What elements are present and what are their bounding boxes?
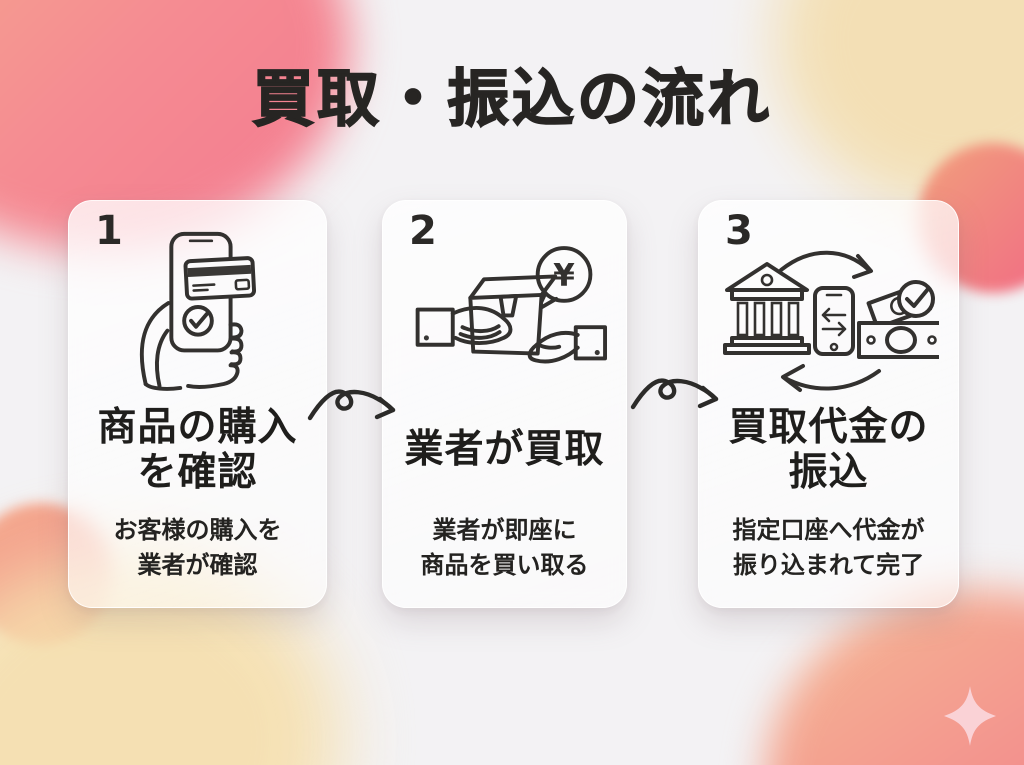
step-card-1: 1: [68, 200, 327, 608]
sparkle-icon: [944, 686, 996, 746]
box-handover-yen-icon: ¥: [383, 243, 626, 385]
step-description-2: 業者が即座に 商品を買い取る: [420, 516, 589, 579]
step-heading-2: 業者が買取: [404, 427, 605, 473]
hand-holding-phone-check-icon: [69, 219, 326, 391]
step-heading-3: 買取代金の 振込: [728, 404, 929, 495]
step-number-2: 2: [409, 208, 437, 254]
yen-symbol: ¥: [553, 258, 575, 294]
step-card-3: 3: [698, 200, 959, 608]
bank-transfer-money-icon: [699, 243, 958, 395]
step-description-1: お客様の購入を 業者が確認: [113, 516, 282, 579]
page-title: 買取・振込の流れ: [251, 61, 772, 136]
arrow-step2-to-step3-icon: [630, 378, 719, 410]
step-card-2: 2 ¥: [382, 200, 627, 608]
step-number-3: 3: [725, 208, 753, 254]
step-description-3: 指定口座へ代金が 振り込まれて完了: [732, 516, 925, 579]
step-number-1: 1: [95, 208, 123, 254]
step-heading-1: 商品の購入 を確認: [97, 404, 298, 495]
arrow-step1-to-step2-icon: [307, 389, 396, 421]
